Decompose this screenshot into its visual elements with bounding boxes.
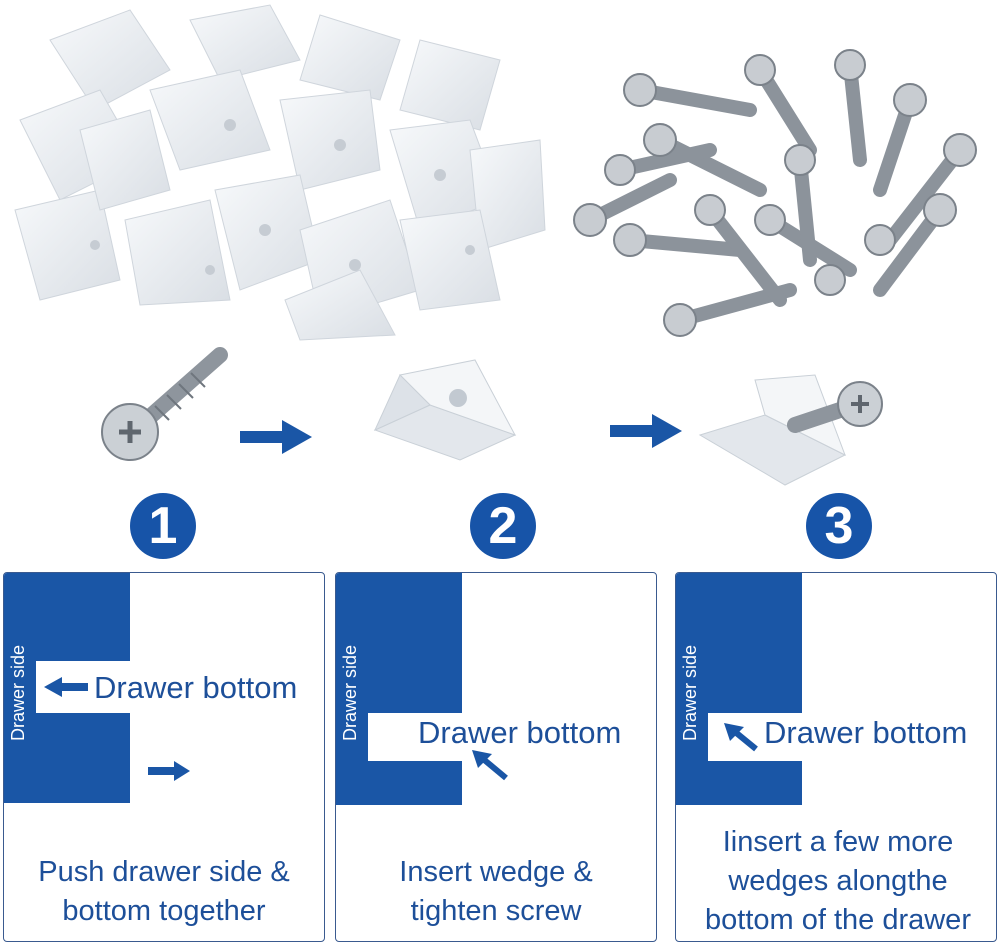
arrow-diagonal-icon (472, 750, 508, 781)
step-number-1: 1 (130, 493, 196, 559)
drawer-bottom-label: Drawer bottom (418, 715, 622, 750)
screw-pile-photo (573, 49, 977, 337)
arrow-right-icon (240, 420, 312, 454)
drawer-side-block (336, 573, 462, 805)
step-1-caption: Push drawer side & bottom together (38, 856, 290, 927)
drawer-bottom-label: Drawer bottom (94, 670, 298, 705)
drawer-side-label: Drawer side (340, 644, 360, 741)
drawer-bottom-slot (708, 713, 808, 761)
screw-photo (101, 347, 228, 461)
drawer-side-label: Drawer side (680, 644, 700, 741)
step-2-panel: Drawer side Drawer bottom Insert wedge &… (335, 572, 657, 942)
wedge-with-screw-photo (698, 374, 883, 486)
wedge-pile-photo (14, 4, 546, 341)
step-number-2: 2 (470, 493, 536, 559)
arrow-diagonal-icon (724, 723, 758, 752)
arrow-right-icon (610, 414, 682, 448)
arrow-left-icon (44, 677, 88, 697)
step-3-panel: Drawer side Drawer bottom Iinsert a few … (675, 572, 997, 942)
drawer-bottom-slot (368, 713, 468, 761)
step-2-caption: Insert wedge & tighten screw (399, 856, 593, 927)
drawer-side-label: Drawer side (8, 644, 28, 741)
drawer-bottom-label: Drawer bottom (764, 715, 968, 750)
drawer-side-block (676, 573, 802, 805)
wedge-photo (373, 359, 517, 461)
step-1-panel: Drawer side Drawer bottom Push drawer si… (3, 572, 325, 942)
step-number-3: 3 (806, 493, 872, 559)
arrow-right-icon (148, 761, 190, 781)
step-3-caption: Iinsert a few more wedges alongthe botto… (705, 826, 971, 936)
